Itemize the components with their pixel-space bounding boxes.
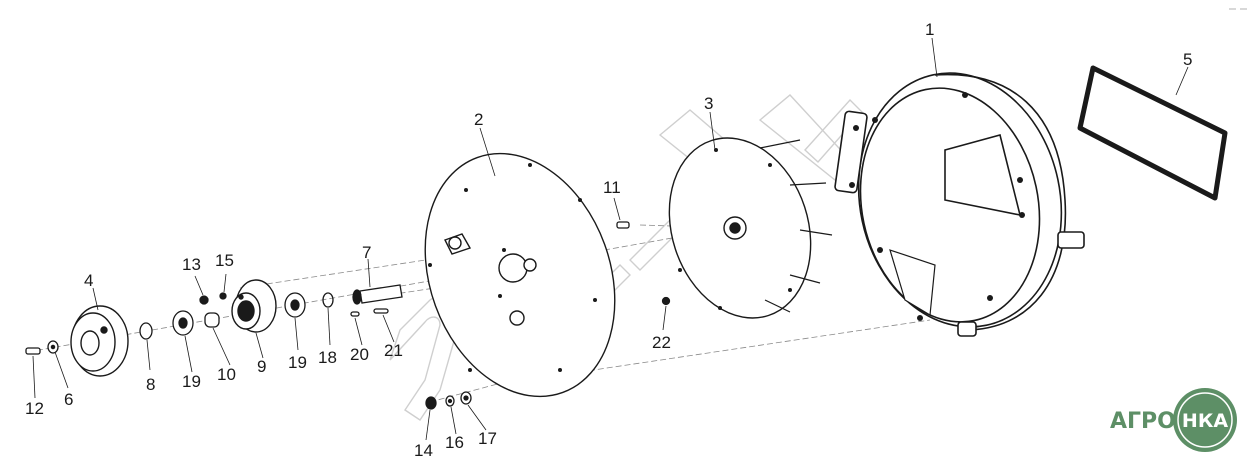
part-label-21: 21 bbox=[384, 341, 403, 360]
part-label-13: 13 bbox=[182, 255, 201, 274]
part-label-9: 9 bbox=[257, 357, 266, 376]
part-label-4: 4 bbox=[84, 271, 93, 290]
part-label-12: 12 bbox=[25, 399, 44, 418]
label-leaders bbox=[32, 37, 1189, 441]
part-impeller bbox=[668, 137, 833, 319]
part-label-17: 17 bbox=[478, 429, 497, 448]
part-gasket bbox=[1077, 65, 1228, 201]
part-label-20: 20 bbox=[350, 345, 369, 364]
part-label-19a: 19 bbox=[182, 372, 201, 391]
logo-badge: НКА bbox=[1182, 410, 1228, 432]
logo: АГРО НКА bbox=[1110, 388, 1237, 452]
part-label-3: 3 bbox=[704, 94, 713, 113]
part-pulley bbox=[70, 305, 129, 377]
part-housing bbox=[834, 72, 1085, 337]
part-label-1: 1 bbox=[925, 20, 934, 39]
part-label-16: 16 bbox=[445, 433, 464, 452]
part-label-19b: 19 bbox=[288, 353, 307, 372]
part-bearing-housing bbox=[231, 279, 277, 333]
part-label-11: 11 bbox=[603, 178, 621, 197]
part-label-8: 8 bbox=[146, 375, 155, 394]
logo-badge-circle bbox=[1173, 388, 1237, 452]
part-cover-disc bbox=[424, 152, 616, 398]
part-label-22: 22 bbox=[652, 333, 671, 352]
part-label-6: 6 bbox=[64, 390, 73, 409]
part-label-14: 14 bbox=[414, 441, 433, 460]
small-parts bbox=[25, 221, 671, 410]
part-label-5: 5 bbox=[1183, 50, 1192, 69]
part-label-2: 2 bbox=[474, 110, 483, 129]
part-label-7: 7 bbox=[362, 243, 371, 262]
part-shaft bbox=[352, 284, 403, 305]
part-labels: 1 2 3 4 5 6 7 8 9 10 11 12 13 14 15 16 1… bbox=[25, 20, 1192, 460]
part-label-10: 10 bbox=[217, 365, 236, 384]
part-label-18: 18 bbox=[318, 348, 337, 367]
part-label-15: 15 bbox=[215, 251, 234, 270]
logo-prefix: АГРО bbox=[1110, 409, 1176, 434]
